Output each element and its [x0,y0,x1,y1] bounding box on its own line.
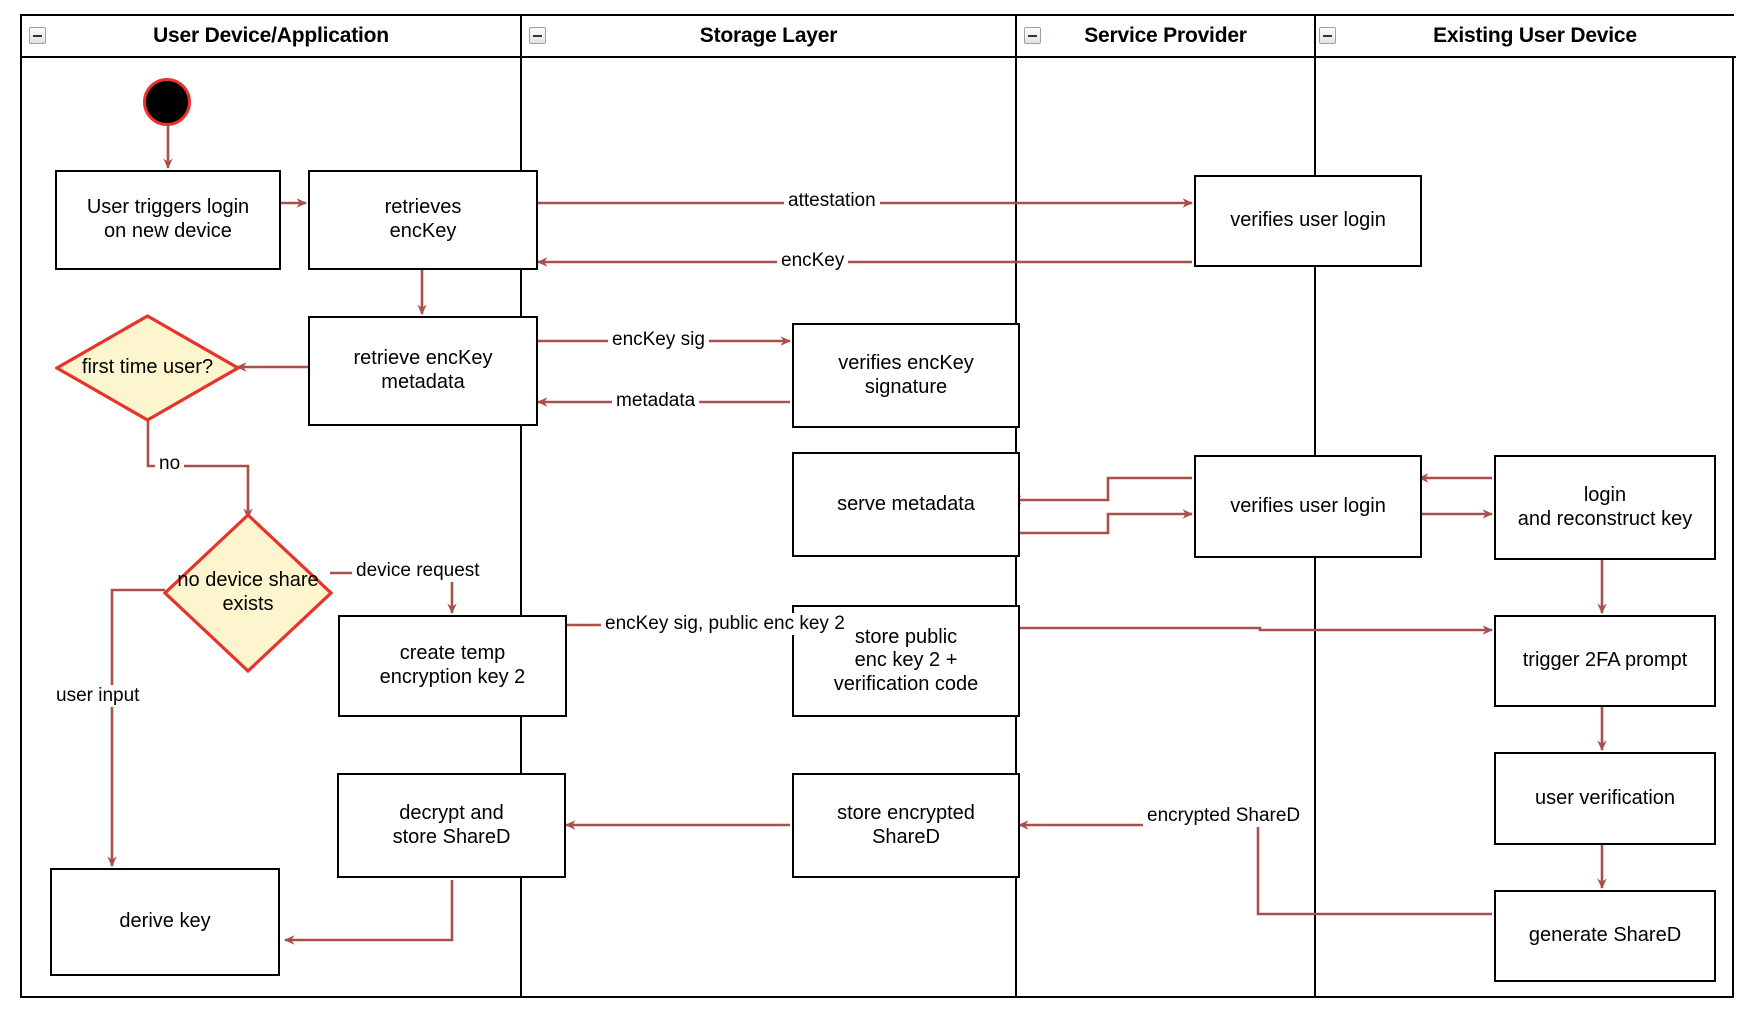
edge-label-metadata: metadata [612,390,700,412]
node-line: enc key 2 + [854,649,958,672]
node-line: serve metadata [837,492,975,515]
node-create-temp-encryption-key-2[interactable]: create temp encryption key 2 [338,615,567,717]
minus-box-icon[interactable] [1319,27,1336,44]
node-line: ShareD [872,825,940,848]
node-line: verifies user login [1230,494,1386,517]
node-retrieves-enckey[interactable]: retrieves encKey [308,170,538,270]
node-line: store public [854,625,958,648]
edge-label-line: encKey sig, [605,613,704,634]
edge-label-device-request: device request [352,560,484,582]
node-line: store ShareD [392,825,511,848]
decision-no-device-share-exists[interactable]: no device share exists [163,513,333,673]
minus-box-icon[interactable] [1024,27,1041,44]
node-verifies-user-login-top[interactable]: verifies user login [1194,175,1422,267]
edge-label-line: public enc key 2 [708,613,845,634]
node-line: on new device [104,220,232,242]
node-trigger-2fa-prompt[interactable]: trigger 2FA prompt [1494,615,1716,707]
node-line: retrieves [384,196,462,219]
minus-box-icon[interactable] [29,27,46,44]
decision-first-time-user[interactable]: first time user? [55,314,240,422]
minus-box-icon[interactable] [529,27,546,44]
node-line: store encrypted [837,801,975,824]
node-user-triggers-login[interactable]: User triggers login on new device [55,170,281,270]
node-decrypt-and-store-shared[interactable]: decrypt and store ShareD [337,773,566,878]
node-line: derive key [119,910,211,933]
edge-label-encrypted-shared: encrypted ShareD [1143,805,1305,827]
node-store-encrypted-shared[interactable]: store encrypted ShareD [792,773,1020,878]
lane-title: Storage Layer [699,24,838,47]
node-derive-key[interactable]: derive key [50,868,280,976]
node-login-and-reconstruct-key[interactable]: login and reconstruct key [1494,455,1716,560]
lane-header-user-device[interactable]: User Device/Application [22,16,522,58]
node-line: login [1583,483,1627,506]
node-line: retrieve encKey [353,347,493,370]
lane-header-existing-user-device[interactable]: Existing User Device [1316,16,1736,58]
lane-header-service-provider[interactable]: Service Provider [1017,16,1316,58]
edge-label-enckey-sig: encKey sig [608,329,709,351]
node-line: decrypt and [399,801,504,824]
lane-title: User Device/Application [153,24,389,47]
node-line: signature [864,375,948,398]
edge-label-enckey-sig-public-key2: encKey sig, public enc key 2 [601,613,849,635]
lane-header-storage-layer[interactable]: Storage Layer [522,16,1017,58]
node-line: User triggers login [86,196,250,219]
node-line: create temp [399,642,506,665]
node-line: and reconstruct key [1517,507,1693,530]
node-generate-shared[interactable]: generate ShareD [1494,890,1716,982]
node-line: encryption key 2 [379,666,526,688]
node-line: user verification [1534,786,1676,809]
node-retrieve-enckey-metadata[interactable]: retrieve encKey metadata [308,316,538,426]
node-user-verification[interactable]: user verification [1494,752,1716,845]
edge-label-attestation: attestation [784,190,880,212]
node-line: generate ShareD [1528,924,1682,947]
node-verifies-user-login-mid[interactable]: verifies user login [1194,455,1422,558]
lane-title: Service Provider [1084,24,1247,47]
diamond-shape [163,513,333,673]
node-line: verifies user login [1230,209,1386,232]
lane-title: Existing User Device [1433,24,1637,47]
lane-body-user-device [22,58,522,996]
node-line: verifies encKey [838,351,974,374]
node-line: encKey [389,220,457,242]
node-line: verification code [833,672,979,695]
edge-label-no: no [155,453,185,475]
node-line: trigger 2FA prompt [1522,649,1688,672]
node-line: metadata [381,371,465,393]
node-verifies-enckey-signature[interactable]: verifies encKey signature [792,323,1020,428]
node-serve-metadata[interactable]: serve metadata [792,452,1020,557]
diamond-shape [55,314,240,422]
edge-label-user-input: user input [52,685,144,707]
edge-label-enckey: encKey [777,250,849,272]
start-node [143,78,191,126]
